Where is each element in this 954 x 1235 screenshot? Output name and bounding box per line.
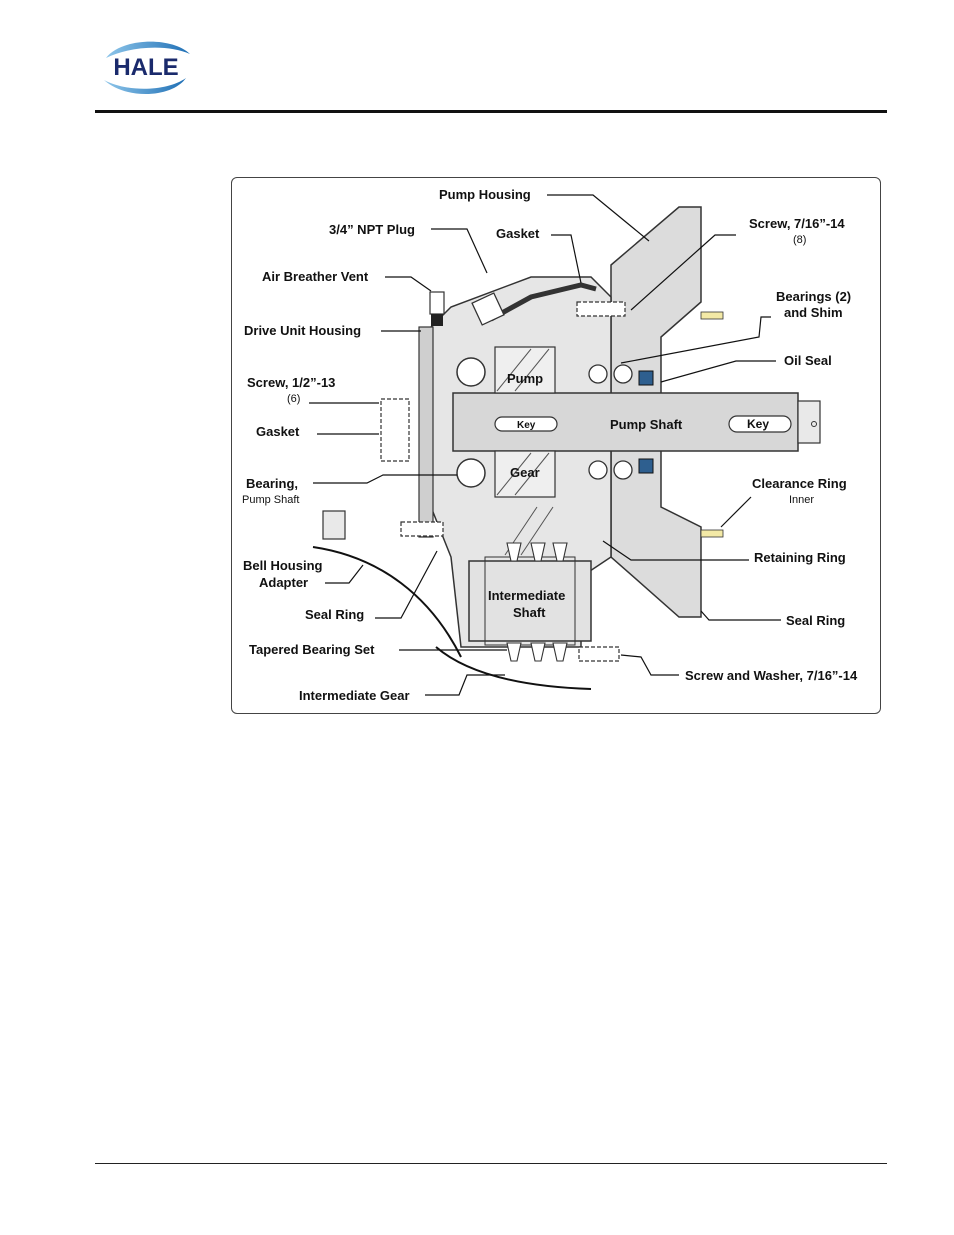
leader-lines xyxy=(309,194,781,696)
inner-pump-shaft: Pump Shaft xyxy=(610,417,683,432)
bearing-pair-lower-2 xyxy=(613,460,633,480)
bearing-ball-lower xyxy=(456,458,486,488)
inner-gear: Gear xyxy=(510,465,540,480)
label-bearing-line1: Bearing, xyxy=(246,476,298,491)
flange-screw-top xyxy=(576,301,626,317)
oil-seal-upper xyxy=(638,370,654,386)
label-retaining-ring: Retaining Ring xyxy=(754,550,846,565)
logo-text: HALE xyxy=(113,54,178,81)
label-screw-7-16: Screw, 7/16”-14 xyxy=(749,216,845,231)
npt-plug-shape xyxy=(471,292,505,326)
bearing-ball-upper xyxy=(456,357,486,387)
drawing xyxy=(312,206,821,690)
label-clearance-ring-line1: Clearance Ring xyxy=(752,476,847,491)
label-bearings-line2: and Shim xyxy=(784,305,843,320)
label-npt-plug: 3/4” NPT Plug xyxy=(329,222,415,237)
footer-rule xyxy=(95,1163,887,1164)
label-oil-seal: Oil Seal xyxy=(784,353,832,368)
shaft-end xyxy=(797,400,821,444)
bell-housing-curve xyxy=(312,546,462,658)
label-bell-housing-line1: Bell Housing xyxy=(243,558,323,573)
inner-key-left: Key xyxy=(517,420,536,431)
oil-tube xyxy=(489,282,597,322)
clearance-ring-block-top xyxy=(700,311,724,320)
left-screw-shape xyxy=(380,398,410,462)
label-clearance-ring-line2: Inner xyxy=(789,494,814,506)
inner-pump: Pump xyxy=(507,371,543,386)
label-pump-housing: Pump Housing xyxy=(439,187,531,202)
inner-labels: Pump Gear Pump Shaft Key Key Intermediat… xyxy=(488,371,769,620)
oil-seal-lower xyxy=(638,458,654,474)
logo-swoosh-top xyxy=(106,41,190,58)
key-left-shape xyxy=(494,416,558,432)
label-screw-1-2-qty: (6) xyxy=(287,393,300,405)
clearance-ring-block xyxy=(700,529,724,538)
inner-key-right: Key xyxy=(747,417,769,431)
bearing-pair-lower-1 xyxy=(588,460,608,480)
inner-intermediate-line2: Shaft xyxy=(513,605,546,620)
label-bearings-line1: Bearings (2) xyxy=(776,289,851,304)
tapered-bearing-shapes xyxy=(506,542,568,662)
bottom-screw-shape xyxy=(578,646,620,662)
label-screw-1-2: Screw, 1/2”-13 xyxy=(247,375,335,390)
inner-intermediate-line1: Intermediate xyxy=(488,588,565,603)
label-screw-washer: Screw and Washer, 7/16”-14 xyxy=(685,668,858,683)
intermediate-shaft-shape xyxy=(468,560,592,642)
label-gasket-top: Gasket xyxy=(496,226,540,241)
housing-left-wall xyxy=(418,326,434,538)
label-seal-ring-left: Seal Ring xyxy=(305,607,364,622)
label-bell-housing-line2: Adapter xyxy=(259,575,308,590)
pump-gear-block xyxy=(494,346,556,394)
callout-labels: Pump Housing 3/4” NPT Plug Gasket Screw,… xyxy=(242,187,858,703)
key-right-shape xyxy=(728,415,792,433)
label-drive-unit-housing: Drive Unit Housing xyxy=(244,323,361,338)
bell-housing-bolt xyxy=(322,510,346,540)
bearing-pair-upper-2 xyxy=(613,364,633,384)
label-gasket-left: Gasket xyxy=(256,424,300,439)
header-rule xyxy=(95,110,887,113)
logo-swoosh-bottom xyxy=(104,78,186,95)
air-breather-vent-shape xyxy=(429,291,445,315)
label-bearing-line2: Pump Shaft xyxy=(242,494,299,506)
bearing-pair-upper-1 xyxy=(588,364,608,384)
shaft-end-hole xyxy=(811,421,817,427)
label-screw-7-16-qty: (8) xyxy=(793,234,806,246)
pump-cross-section-diagram: Pump Housing 3/4” NPT Plug Gasket Screw,… xyxy=(242,187,858,703)
label-intermediate-gear: Intermediate Gear xyxy=(299,688,410,703)
hale-logo: HALE xyxy=(104,41,190,95)
label-air-breather-vent: Air Breather Vent xyxy=(262,269,369,284)
label-seal-ring-right: Seal Ring xyxy=(786,613,845,628)
label-tapered-bearing-set: Tapered Bearing Set xyxy=(249,642,375,657)
